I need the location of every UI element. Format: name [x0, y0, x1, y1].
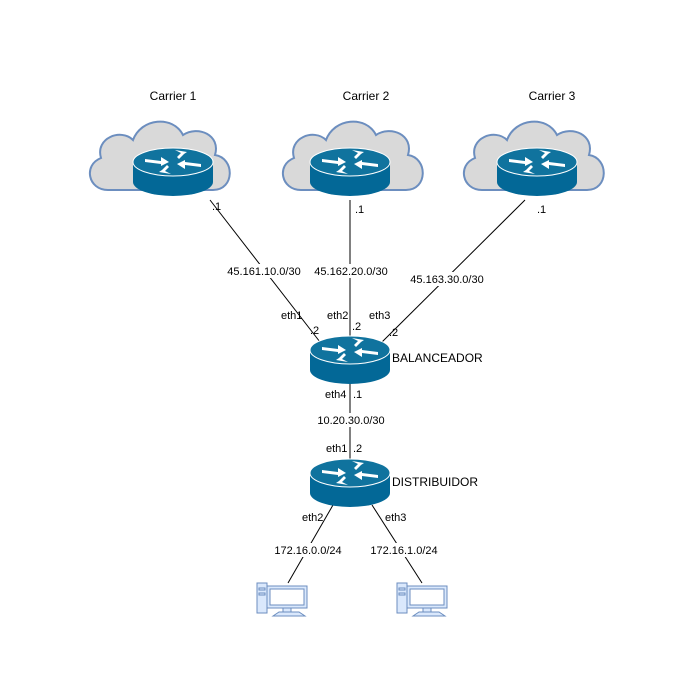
distribuidor: DISTRIBUIDOR eth1 .2 eth2 eth3: [302, 443, 478, 524]
distribuidor-eth1-address: .2: [353, 443, 362, 455]
carrier-2: Carrier 2 .1: [281, 89, 424, 216]
carrier-1: Carrier 1 .1: [88, 89, 231, 213]
carrier-2-address: .1: [355, 204, 364, 216]
router-icon: [309, 458, 391, 508]
balanceador-label: BALANCEADOR: [392, 351, 483, 365]
distribuidor-eth1: eth1: [326, 443, 347, 455]
balanceador-eth2-address: .2: [352, 321, 361, 333]
balanceador: BALANCEADOR eth1 .2 eth2 .2 eth3 .2 eth4…: [281, 310, 483, 401]
computer-icon: [256, 582, 308, 617]
carrier-1-label: Carrier 1: [150, 89, 197, 103]
router-icon: [496, 147, 578, 197]
balanceador-eth2: eth2: [327, 310, 348, 322]
network-lan-2: 172.16.1.0/24: [370, 545, 437, 557]
balanceador-eth4-address: .1: [353, 389, 362, 401]
network-carrier-1: 45.161.10.0/30: [227, 266, 300, 278]
router-icon: [309, 147, 391, 197]
distribuidor-label: DISTRIBUIDOR: [392, 475, 478, 489]
balanceador-eth4: eth4: [325, 389, 346, 401]
balanceador-eth3: eth3: [369, 310, 390, 322]
network-carrier-3: 45.163.30.0/30: [410, 274, 483, 286]
distribuidor-eth3: eth3: [385, 512, 406, 524]
carrier-1-address: .1: [212, 201, 221, 213]
balanceador-eth1-address: .2: [310, 325, 319, 337]
computer-icon: [396, 582, 448, 617]
carrier-3: Carrier 3 .1: [462, 89, 605, 216]
balanceador-eth3-address: .2: [389, 327, 398, 339]
network-lan-1: 172.16.0.0/24: [274, 545, 341, 557]
network-uplink: 10.20.30.0/30: [317, 415, 384, 427]
network-carrier-2: 45.162.20.0/30: [314, 266, 387, 278]
link-carrier3: [381, 199, 526, 343]
carrier-3-address: .1: [537, 204, 546, 216]
router-icon: [132, 147, 214, 197]
carrier-3-label: Carrier 3: [529, 89, 576, 103]
distribuidor-eth2: eth2: [302, 512, 323, 524]
carrier-2-label: Carrier 2: [343, 89, 390, 103]
router-icon: [309, 335, 391, 385]
balanceador-eth1: eth1: [281, 310, 302, 322]
